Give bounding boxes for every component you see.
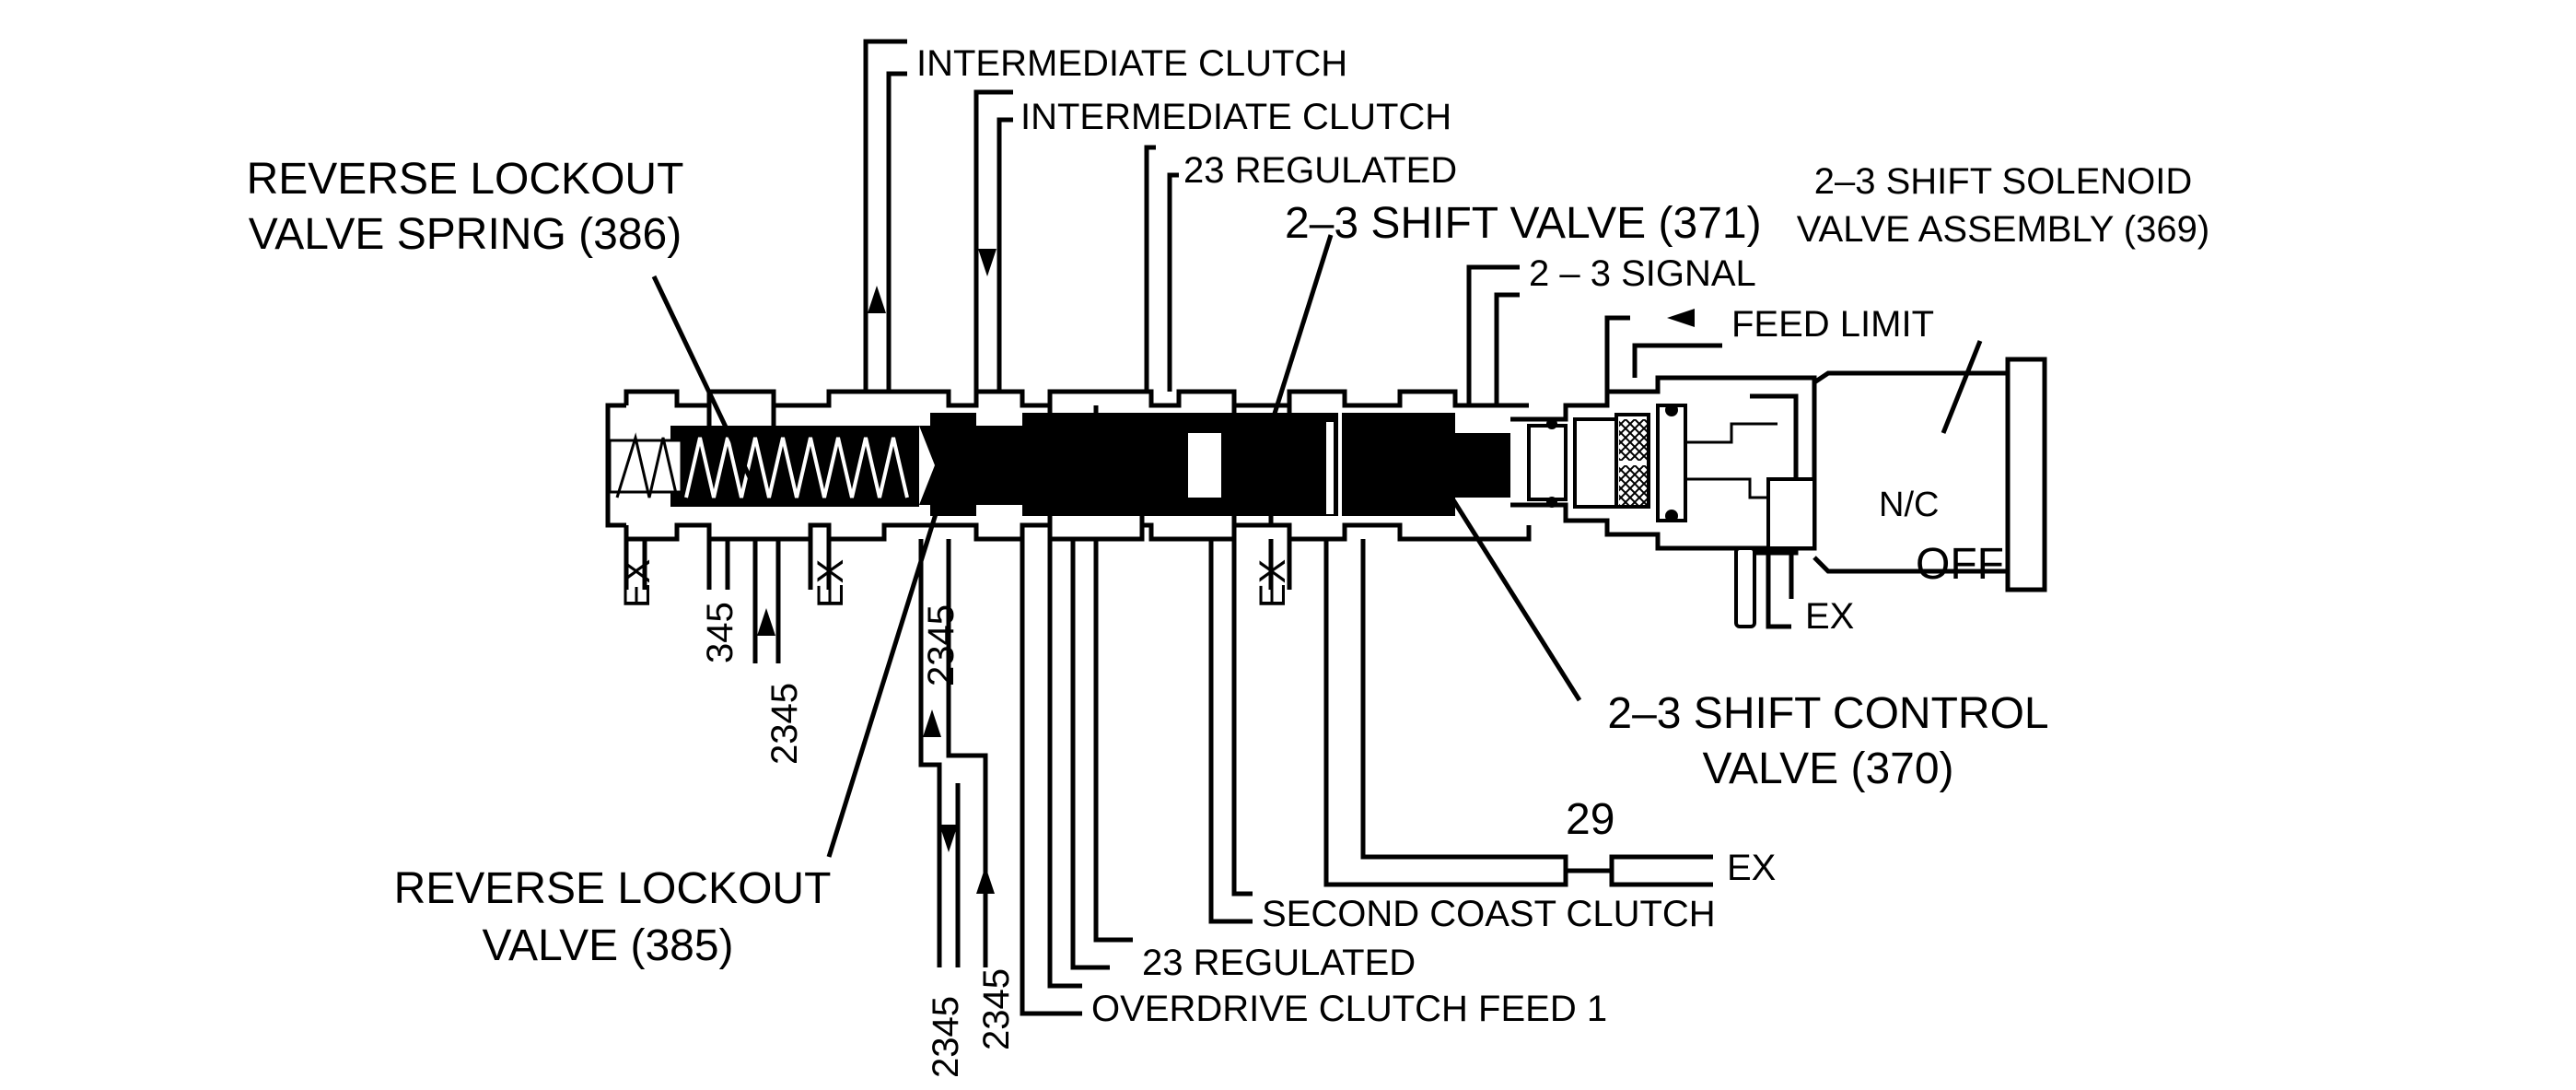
labels: INTERMEDIATE CLUTCH INTERMEDIATE CLUTCH …: [247, 43, 2210, 1078]
label-reverse-spring-line1: REVERSE LOCKOUT: [247, 155, 684, 204]
label-overdrive-clutch-feed: OVERDRIVE CLUTCH FEED 1: [1091, 989, 1607, 1029]
label-345: 345: [700, 602, 740, 663]
label-ex-left-1: EX: [617, 559, 658, 608]
label-off: OFF: [1916, 540, 2004, 589]
valve-spool: [919, 413, 1510, 516]
label-intermediate-clutch-2: INTERMEDIATE CLUTCH: [1020, 97, 1451, 137]
label-2345-a: 2345: [764, 683, 805, 765]
solenoid-assembly: [1510, 357, 2047, 628]
label-control-line1: 2–3 SHIFT CONTROL: [1607, 689, 2048, 738]
label-2345-b: 2345: [921, 604, 962, 686]
label-23-signal: 2 – 3 SIGNAL: [1529, 253, 1756, 294]
label-ex-solenoid: EX: [1805, 596, 1854, 637]
fluid-passages: [624, 39, 1794, 1016]
label-control-line2: VALVE (370): [1702, 744, 1953, 793]
label-second-coast-clutch: SECOND COAST CLUTCH: [1262, 894, 1716, 934]
label-solenoid-line1: 2–3 SHIFT SOLENOID: [1814, 161, 2193, 202]
label-ex-left-2: EX: [810, 559, 851, 608]
label-23-regulated-top: 23 REGULATED: [1183, 150, 1457, 191]
label-reverse-valve-line1: REVERSE LOCKOUT: [394, 864, 832, 913]
label-feed-limit: FEED LIMIT: [1731, 304, 1934, 345]
label-23-regulated-bottom: 23 REGULATED: [1142, 943, 1416, 983]
label-reverse-spring-line2: VALVE SPRING (386): [249, 210, 682, 259]
label-solenoid-line2: VALVE ASSEMBLY (369): [1797, 209, 2209, 250]
label-reverse-valve-line2: VALVE (385): [482, 921, 733, 970]
leader-lines: [651, 234, 1983, 858]
label-2345-c: 2345: [926, 996, 966, 1078]
label-intermediate-clutch-1: INTERMEDIATE CLUTCH: [916, 43, 1347, 84]
label-orifice-29: 29: [1566, 795, 1614, 844]
label-ex-29: EX: [1727, 848, 1776, 888]
label-2345-d: 2345: [976, 968, 1017, 1050]
label-ex-mid: EX: [1253, 559, 1293, 608]
label-shift-valve-371: 2–3 SHIFT VALVE (371): [1285, 199, 1762, 248]
label-nc: N/C: [1879, 486, 1939, 524]
reverse-lockout-spring: [608, 426, 919, 507]
